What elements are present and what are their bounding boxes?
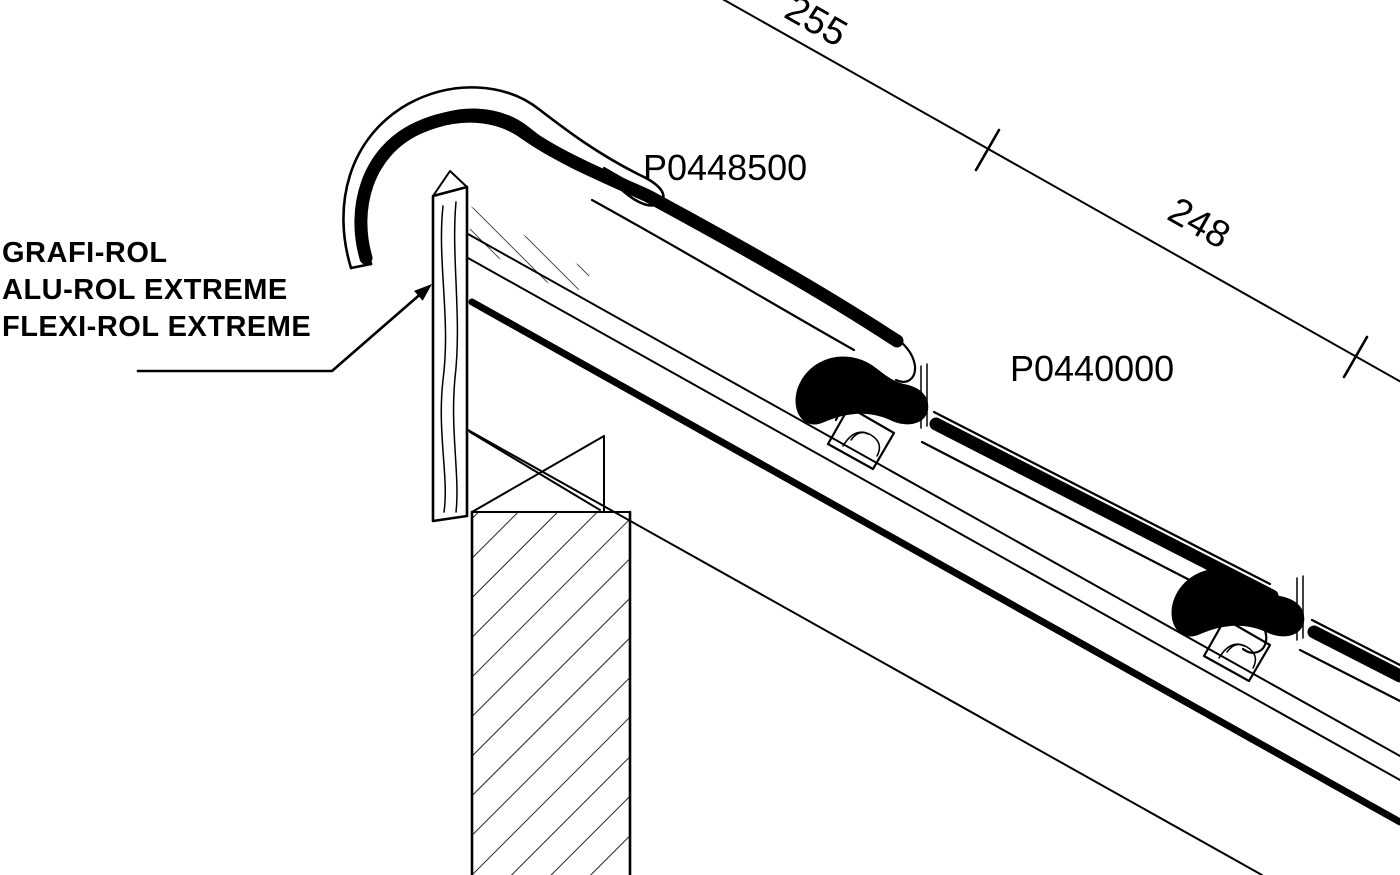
cap-end-face bbox=[349, 262, 373, 270]
tile2-top-edge bbox=[932, 410, 1272, 586]
leader-arrowhead bbox=[414, 284, 432, 301]
wall-section bbox=[470, 510, 632, 875]
tile-battens bbox=[826, 405, 1272, 683]
sarking-bottom-line bbox=[467, 257, 1400, 781]
fascia-wood-grain-1 bbox=[440, 205, 447, 513]
roll-clamp-blob-1 bbox=[795, 356, 929, 425]
batten-1-grain-inner bbox=[850, 431, 869, 441]
sarking-top-line bbox=[467, 233, 1400, 757]
cap-outer-edge bbox=[342, 86, 648, 270]
rafter-structure bbox=[467, 206, 1400, 875]
dimension-line bbox=[722, 0, 1400, 383]
wall-hatch-fill bbox=[472, 512, 630, 875]
roll-band-cap-and-tile1 bbox=[354, 109, 904, 348]
roll-clamp-blob-2 bbox=[1171, 568, 1305, 637]
batten-2-grain-outer bbox=[1218, 643, 1257, 669]
dimension-tick-mid bbox=[974, 128, 1001, 172]
tile1-top-edge bbox=[602, 166, 917, 383]
fixing-clip-2 bbox=[1296, 575, 1304, 641]
rafter-end-diagonal bbox=[469, 431, 601, 511]
dimension-tick-right bbox=[1342, 335, 1369, 379]
tile2-bottom-edge bbox=[920, 440, 1268, 654]
dimension-value-lower: 248 bbox=[1161, 190, 1237, 258]
roof-tiles bbox=[590, 166, 1400, 703]
underlay-membrane-line bbox=[468, 298, 1400, 826]
leader-line bbox=[136, 289, 426, 373]
fascia-outline bbox=[431, 185, 469, 523]
leader-arrow-group bbox=[136, 284, 432, 373]
tile2-head-nib bbox=[834, 394, 906, 422]
text-annotations: GRAFI-ROL ALU-ROL EXTREME FLEXI-ROL EXTR… bbox=[2, 147, 1174, 389]
birdsmouth-brace-line bbox=[471, 435, 605, 513]
batten-1-outline bbox=[826, 405, 896, 471]
batten-1-grain-outer bbox=[842, 431, 881, 457]
material-note-line-3: FLEXI-ROL EXTREME bbox=[2, 311, 311, 343]
flexi-roll-band bbox=[354, 109, 1400, 683]
roll-band-tile3 bbox=[1307, 625, 1400, 683]
material-note-line-1: GRAFI-ROL bbox=[2, 237, 168, 269]
batten-2-outline bbox=[1202, 617, 1272, 683]
tile1-bottom-edge bbox=[590, 198, 856, 352]
fascia-wood-grain-2 bbox=[452, 201, 459, 513]
part-label-lower: P0440000 bbox=[1010, 348, 1174, 389]
dimension-value-upper: 255 bbox=[778, 0, 854, 55]
batten-2-grain-inner bbox=[1226, 643, 1245, 653]
dimension-line-group: 255 248 bbox=[722, 0, 1400, 383]
eave-infill-hatch bbox=[470, 206, 592, 296]
rafter-bottom-line bbox=[467, 429, 1263, 875]
material-note-line-2: ALU-ROL EXTREME bbox=[2, 274, 288, 306]
roll-band-tile2 bbox=[929, 417, 1279, 603]
part-label-upper: P0448500 bbox=[643, 147, 807, 188]
tile3-bottom-edge bbox=[1298, 648, 1400, 703]
fascia-board bbox=[431, 170, 469, 523]
fascia-top-tip bbox=[432, 170, 468, 197]
tile3-top-edge bbox=[1310, 618, 1400, 667]
fixing-clip-1 bbox=[920, 363, 928, 429]
